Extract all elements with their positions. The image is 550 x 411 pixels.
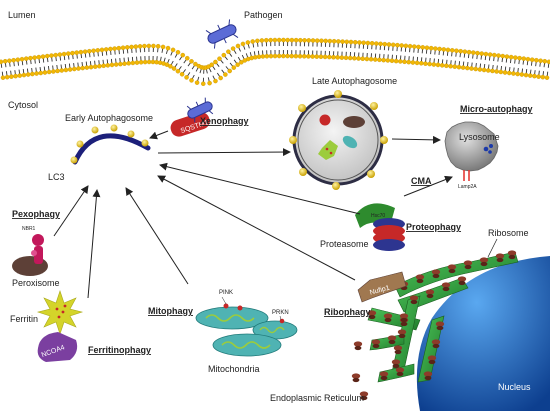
peroxisome-nbr1 bbox=[12, 234, 48, 276]
pexophagy-label: Pexophagy bbox=[12, 209, 60, 219]
mitophagy-label: Mitophagy bbox=[148, 306, 193, 316]
xenophagy-label: Xenophagy bbox=[200, 116, 249, 126]
ribosome-label: Ribosome bbox=[488, 228, 529, 238]
lc3-beads bbox=[70, 124, 149, 164]
ribophagy-arrow bbox=[157, 175, 356, 281]
plasma-membrane bbox=[0, 37, 550, 86]
pink-label: PINK bbox=[219, 290, 233, 296]
lumen-label: Lumen bbox=[8, 10, 36, 20]
early-autophagosome-label: Early Autophagosome bbox=[65, 113, 153, 123]
proteasome bbox=[355, 203, 405, 251]
ferritinophagy-arrow bbox=[87, 189, 101, 299]
mitochondria bbox=[195, 296, 298, 357]
nufip1 bbox=[357, 271, 407, 303]
ribophagy-label: Ribophagy bbox=[324, 307, 371, 317]
cytosol-label: Cytosol bbox=[8, 100, 38, 110]
peroxisome-label: Peroxisome bbox=[12, 278, 60, 288]
ferritin-label: Ferritin bbox=[10, 314, 38, 324]
pathogen-top bbox=[205, 19, 239, 49]
proteophagy-label: Proteophagy bbox=[406, 222, 461, 232]
pexophagy-arrow bbox=[53, 185, 89, 237]
lamp2a-label: Lamp2A bbox=[458, 184, 477, 190]
late-autophagosome bbox=[289, 90, 388, 190]
lysosome-label: Lysosome bbox=[459, 132, 500, 142]
pathogen-captured bbox=[186, 97, 214, 123]
proteasome-label: Proteasome bbox=[320, 239, 369, 249]
ferritin bbox=[36, 290, 84, 335]
late-autophagosome-label: Late Autophagosome bbox=[312, 76, 397, 86]
micro-autophagy-label: Micro-autophagy bbox=[460, 104, 533, 114]
proteophagy-arrow bbox=[159, 162, 361, 215]
lc3-label: LC3 bbox=[48, 172, 65, 182]
ribosomes bbox=[351, 250, 517, 401]
lysosome bbox=[444, 121, 499, 181]
ribosome-leader-line bbox=[487, 238, 498, 258]
to-late-autophagosome-arrow bbox=[157, 148, 291, 157]
cma-arrow bbox=[403, 175, 453, 197]
nucleus bbox=[416, 256, 550, 411]
nbr1-label: NBR1 bbox=[22, 226, 36, 232]
pathogen-label: Pathogen bbox=[244, 10, 283, 20]
hsc70-label: Hsc70 bbox=[371, 213, 385, 219]
phagophore-membrane bbox=[72, 133, 151, 165]
ncoa4-receptor bbox=[37, 332, 78, 362]
mitophagy-arrow bbox=[125, 187, 189, 285]
cma-label: CMA bbox=[411, 176, 432, 186]
prkn-label: PRKN bbox=[272, 310, 289, 316]
ferritinophagy-label: Ferritinophagy bbox=[88, 345, 151, 355]
er-label: Endoplasmic Reticulum bbox=[270, 393, 364, 403]
to-lysosome-arrow bbox=[391, 135, 441, 144]
mitochondria-label: Mitochondria bbox=[208, 364, 260, 374]
xenophagy-arrow bbox=[149, 130, 169, 140]
nucleus-label: Nucleus bbox=[498, 382, 531, 392]
